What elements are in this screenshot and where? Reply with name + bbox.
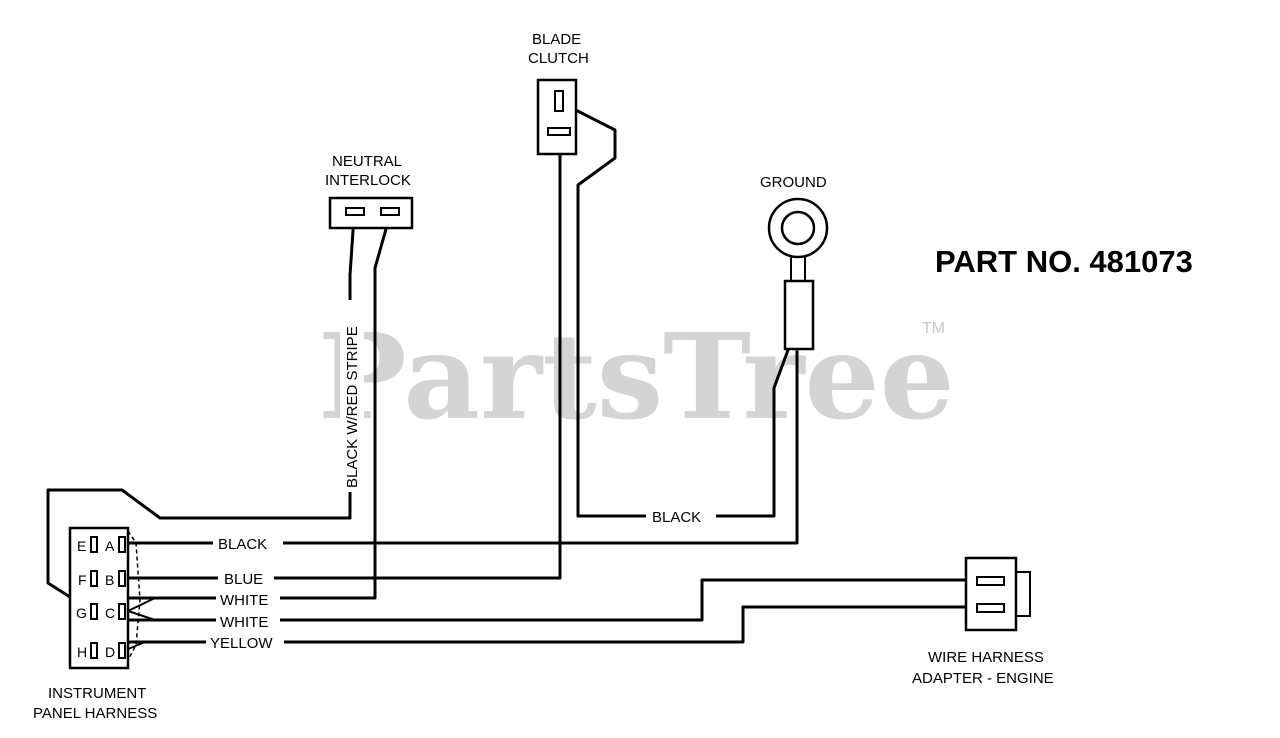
label-adapter-engine: ADAPTER - ENGINE: [912, 670, 1054, 687]
wire-black-red-stripe: [46, 488, 352, 614]
pin-g: G: [76, 605, 87, 621]
blade-clutch-connector: [536, 78, 578, 156]
label-ground: GROUND: [760, 174, 827, 191]
ground-ring-terminal: [767, 197, 829, 351]
pin-h: H: [77, 644, 87, 660]
label-wire-harness: WIRE HARNESS: [928, 649, 1044, 666]
label-interlock: INTERLOCK: [325, 172, 411, 189]
watermark-tm: TM: [922, 320, 945, 337]
pin-a: A: [105, 538, 115, 554]
label-black-a: BLACK: [218, 536, 267, 553]
wire-yellow-adapter: [126, 605, 982, 644]
pin-e: E: [77, 538, 86, 554]
pin-b: B: [105, 572, 114, 588]
wire-black-a-ground: [126, 350, 799, 545]
label-yellow-d: YELLOW: [210, 635, 273, 652]
wire-white-adapter: [126, 578, 982, 622]
pin-c: C: [105, 605, 115, 621]
pin-f: F: [78, 572, 87, 588]
label-neutral: NEUTRAL: [332, 153, 402, 170]
part-number: PART NO. 481073: [935, 244, 1193, 279]
label-blue-b: BLUE: [224, 571, 263, 588]
label-black-red-stripe: BLACK W/RED STRIPE: [344, 326, 361, 488]
label-blade: BLADE: [532, 31, 581, 48]
label-white-c2: WHITE: [220, 614, 268, 631]
instrument-panel-connector: [68, 526, 141, 670]
wire-black-clutch-ground: [557, 99, 790, 518]
wire-splice-c: [127, 597, 156, 650]
label-clutch: CLUTCH: [528, 50, 589, 67]
label-black-clutch-ground: BLACK: [652, 509, 701, 526]
label-white-c1: WHITE: [220, 592, 268, 609]
pin-d: D: [105, 644, 115, 660]
label-instrument: INSTRUMENT: [48, 685, 146, 702]
watermark: PartsTree: [318, 307, 955, 446]
label-panel-harness: PANEL HARNESS: [33, 705, 157, 722]
engine-adapter-connector: [964, 556, 1031, 632]
neutral-interlock-switch: [328, 196, 414, 230]
